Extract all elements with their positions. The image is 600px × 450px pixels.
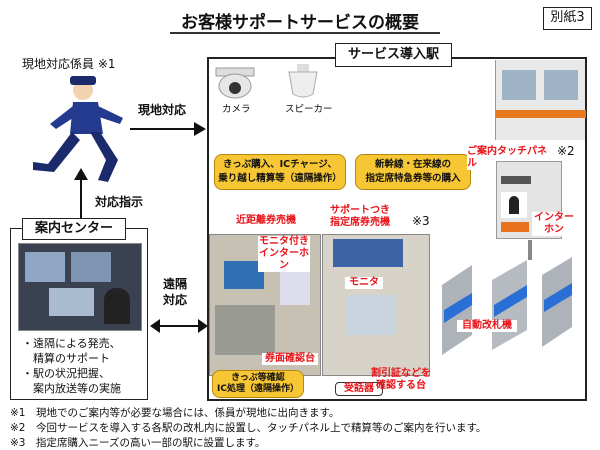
receiver-label: 受話器 xyxy=(335,382,383,396)
footnote: ※2 今回サービスを導入する各駅の改札内に設置し、タッチパネル上で精算等のご案内… xyxy=(10,422,487,434)
guide-center-photo xyxy=(18,243,142,331)
reserved-machine-label: サポートつき指定席券売機 xyxy=(325,205,395,229)
instruction-label: 対応指示 xyxy=(95,195,144,209)
callout-reserved-machine: 新幹線・在来線の指定席特急券等の購入 xyxy=(355,154,471,190)
monitor-label: モニタ xyxy=(345,277,383,289)
label-line: インター xyxy=(534,212,574,223)
short-machine-label: 近距離券売機 xyxy=(233,215,299,227)
reserved-machine-photo xyxy=(322,234,430,376)
callout-line: IC処理（遠隔操作） xyxy=(217,384,299,394)
remote-label-line: 対応 xyxy=(163,293,188,307)
discount-table-label: 割引証などを確認する台 xyxy=(370,368,432,392)
ticket-table-label: 券面確認台 xyxy=(262,353,318,365)
guide-center-bullets: ・遠隔による発売、 精算のサポート ・駅の状況把握、 案内放送等の実施 xyxy=(22,336,121,396)
onsite-arrow xyxy=(130,122,206,136)
speaker-icon xyxy=(288,64,318,98)
remote-label: 遠隔対応 xyxy=(163,276,187,308)
label-line: インターホン xyxy=(259,248,309,271)
camera-label: カメラ xyxy=(222,104,251,115)
station-title: サービス導入駅 xyxy=(335,43,452,67)
panel-stand xyxy=(528,240,532,260)
footnote: ※1 現地でのご案内等が必要な場合には、係員が現地に出向きます。 xyxy=(10,407,340,419)
monitor-intercom-label: モニタ付きインターホン xyxy=(258,236,310,272)
train-image xyxy=(495,60,586,140)
callout-line: きっぷ等確認 xyxy=(231,373,285,383)
running-staff-icon xyxy=(33,76,123,182)
label-line: モニタ付き xyxy=(259,236,309,247)
remote-arrow xyxy=(150,319,208,333)
ticket-gates-image xyxy=(442,257,572,355)
label-line: 指定席券売機 xyxy=(330,217,390,228)
callout-line: 指定席特急券等の購入 xyxy=(365,173,461,184)
remote-label-line: 遠隔 xyxy=(163,277,188,291)
onsite-label: 現地対応 xyxy=(138,103,187,117)
page-title: お客様サポートサービスの概要 xyxy=(181,13,419,33)
footnote: ※3 指定席購入ニーズの高い一部の駅に設置します。 xyxy=(10,437,266,449)
instruction-arrow xyxy=(74,168,88,223)
note3-mark: ※3 xyxy=(412,214,430,228)
callout-short-machine: きっぷ購入、ICチャージ、乗り越し精算等（遠隔操作） xyxy=(214,154,346,190)
bullet: ・駅の状況把握、 xyxy=(22,367,110,380)
bullet: 精算のサポート xyxy=(22,352,110,365)
callout-line: きっぷ購入、ICチャージ、 xyxy=(222,159,338,170)
speaker-label: スピーカー xyxy=(285,104,333,115)
callout-line: 乗り越し精算等（遠隔操作） xyxy=(218,173,342,184)
label-line: サポートつき xyxy=(330,205,390,216)
staff-label: 現地対応係員 ※1 xyxy=(22,57,116,71)
label-line: 割引証などを xyxy=(371,368,431,379)
camera-icon xyxy=(215,67,255,99)
gates-label: 自動改札機 xyxy=(457,320,517,332)
note2-mark: ※2 xyxy=(557,144,575,158)
bullet: ・遠隔による発売、 xyxy=(22,337,121,350)
label-line: ホン xyxy=(544,224,564,235)
guide-center-title: 案内センター xyxy=(22,218,126,240)
callout-line: 新幹線・在来線の xyxy=(374,159,451,170)
label-line: 確認する台 xyxy=(376,380,426,391)
title-underline xyxy=(170,32,440,34)
intercom-label: インターホン xyxy=(532,212,576,236)
bullet: 案内放送等の実施 xyxy=(22,382,121,395)
annex-label: 別紙3 xyxy=(543,7,592,30)
